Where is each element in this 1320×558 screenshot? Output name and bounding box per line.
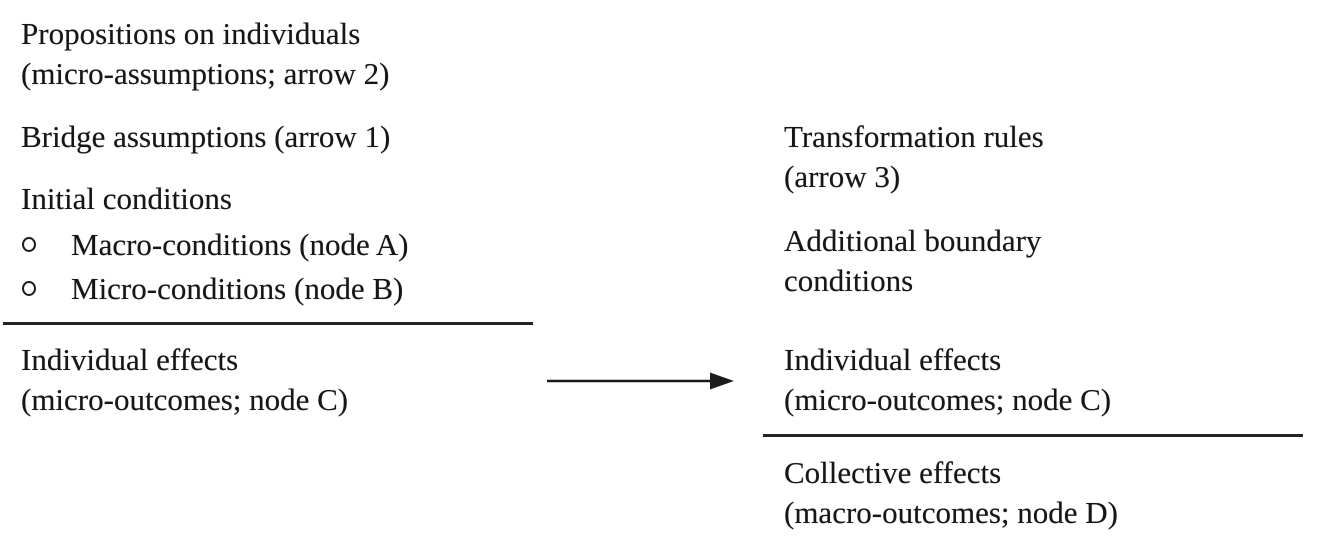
macro-conditions-label: Macro-conditions (node A) — [71, 227, 409, 262]
bullet-item-macro-conditions: Macro-conditions (node A) — [20, 225, 408, 265]
left-inference-line — [3, 322, 533, 325]
bullet-item-micro-conditions: Micro-conditions (node B) — [20, 269, 403, 309]
boundary-conditions-line1: Additional boundary — [784, 223, 1042, 258]
boundary-conditions-line2: conditions — [784, 263, 914, 298]
transformation-rules-block: Transformation rules (arrow 3) — [784, 117, 1044, 197]
initial-conditions-heading: Initial conditions — [21, 179, 232, 219]
circle-bullet-icon — [22, 237, 36, 252]
bridge-assumptions-text: Bridge assumptions (arrow 1) — [21, 119, 391, 154]
initial-conditions-text: Initial conditions — [21, 181, 232, 216]
transformation-rules-line1: Transformation rules — [784, 119, 1044, 154]
boundary-conditions-block: Additional boundary conditions — [784, 221, 1041, 301]
right-arrow-icon — [547, 372, 734, 390]
right-inference-line — [763, 434, 1303, 437]
right-individual-effects-line1: Individual effects — [784, 342, 1002, 377]
propositions-line2: (micro-assumptions; arrow 2) — [21, 56, 390, 91]
right-individual-effects-block: Individual effects (micro-outcomes; node… — [784, 340, 1111, 420]
micro-conditions-label: Micro-conditions (node B) — [71, 271, 404, 306]
collective-effects-block: Collective effects (macro-outcomes; node… — [784, 453, 1118, 533]
left-individual-effects-line1: Individual effects — [21, 342, 239, 377]
left-individual-effects-line2: (micro-outcomes; node C) — [21, 382, 349, 417]
circle-bullet-icon — [22, 281, 36, 296]
bridge-assumptions-block: Bridge assumptions (arrow 1) — [21, 117, 390, 157]
left-individual-effects-block: Individual effects (micro-outcomes; node… — [21, 340, 348, 420]
collective-effects-line1: Collective effects — [784, 455, 1002, 490]
bullet-marker-box — [20, 269, 71, 309]
collective-effects-line2: (macro-outcomes; node D) — [784, 495, 1118, 530]
propositions-line1: Propositions on individuals — [21, 16, 361, 51]
transformation-rules-line2: (arrow 3) — [784, 159, 901, 194]
bullet-marker-box — [20, 225, 71, 265]
right-individual-effects-line2: (micro-outcomes; node C) — [784, 382, 1112, 417]
propositions-on-individuals-block: Propositions on individuals (micro-assum… — [21, 14, 389, 94]
